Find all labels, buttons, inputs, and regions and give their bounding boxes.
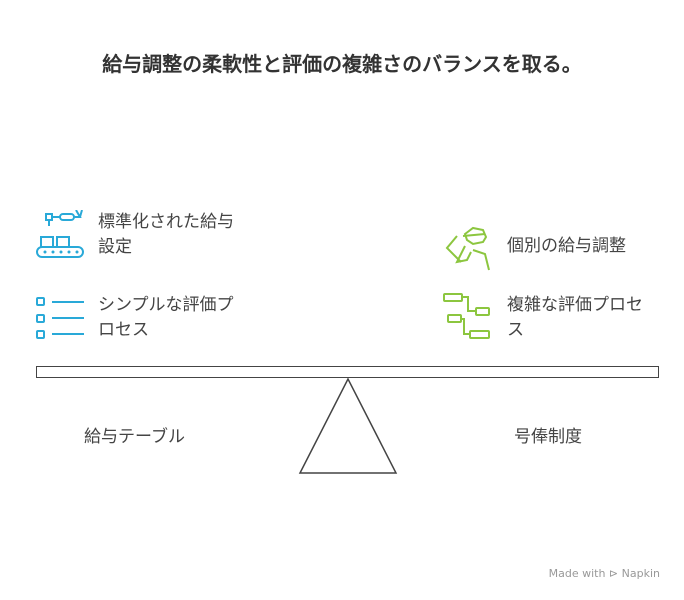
seesaw-beam <box>36 366 659 378</box>
flowchart-icon <box>443 293 490 339</box>
seesaw-fulcrum <box>298 377 398 474</box>
watermark: Made with ⊳ Napkin <box>548 567 660 580</box>
left-item-label: シンプルな評価プロセス <box>98 295 234 340</box>
worker-icon <box>445 226 490 271</box>
list-icon <box>36 297 84 339</box>
conveyor-robot-icon <box>36 210 84 258</box>
left-item-label: 標準化された給与設定 <box>98 212 234 257</box>
left-base-label: 給与テーブル <box>84 427 185 447</box>
right-item-label: 複雑な評価プロセス <box>507 295 643 340</box>
right-base-label: 号俸制度 <box>514 427 582 447</box>
title: 給与調整の柔軟性と評価の複雑さのバランスを取る。 <box>102 52 582 76</box>
right-item-label: 個別の給与調整 <box>507 236 626 256</box>
